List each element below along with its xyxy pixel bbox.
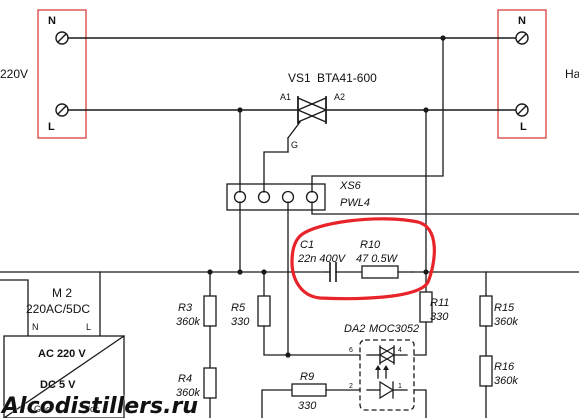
- module-ac-label: AC 220 V: [38, 348, 86, 360]
- resistor-r5: [257, 295, 271, 327]
- r3-ref: R3: [178, 302, 193, 314]
- r15-ref: R15: [494, 302, 515, 314]
- r16-value: 360k: [494, 375, 518, 387]
- terminal-screw-left-l: [55, 103, 69, 117]
- left-terminal-l-label: L: [48, 121, 55, 133]
- triac-pin-g: G: [291, 140, 298, 150]
- r11-value: 330: [430, 311, 449, 323]
- opto-part: MOC3052: [369, 323, 419, 335]
- r3-value: 360k: [176, 316, 200, 328]
- wire-connector-pin4-right: [311, 201, 579, 215]
- r11-ref: R11: [430, 297, 449, 309]
- r9-value: 330: [298, 400, 317, 412]
- resistor-r11: [419, 291, 433, 323]
- opto-pin1: 1: [398, 383, 402, 390]
- r4-ref: R4: [178, 373, 192, 385]
- triac-symbol: [287, 96, 348, 153]
- opto-pin2: 2: [349, 383, 353, 390]
- wire-r9-left: [261, 389, 293, 418]
- r5-value: 330: [231, 316, 250, 328]
- module-dc-label: DC 5 V: [40, 379, 76, 391]
- opto-pin6: 6: [349, 347, 353, 354]
- right-terminal-l-label: L: [520, 121, 527, 133]
- snubber-highlight-circle: [290, 217, 436, 301]
- r16-ref: R16: [494, 361, 515, 373]
- optotriac-body: [359, 339, 415, 411]
- resistor-r15: [479, 295, 493, 327]
- opto-triac-element: [366, 345, 408, 365]
- connector-pin-1: [233, 190, 247, 204]
- r9-ref: R9: [300, 371, 314, 383]
- resistor-r4: [203, 367, 217, 399]
- right-side-label: На: [565, 67, 579, 81]
- r10-value: 47 0.5W: [356, 253, 399, 265]
- connector-part: PWL4: [340, 197, 370, 209]
- resistor-r10: [361, 265, 399, 279]
- left-terminal-n-label: N: [48, 15, 56, 27]
- triac-pin-a2: A2: [334, 92, 345, 102]
- left-terminal-frame: [37, 9, 87, 139]
- junction-dot: [237, 269, 243, 275]
- left-voltage-label: 220V: [0, 67, 28, 81]
- r15-value: 360k: [494, 316, 518, 328]
- right-terminal-frame: [497, 9, 547, 139]
- r4-value: 360k: [176, 387, 200, 399]
- opto-pin4: 4: [398, 347, 402, 354]
- resistor-r9: [291, 383, 327, 397]
- connector-pin-3: [281, 190, 295, 204]
- wire-r11-to-opto: [413, 321, 427, 356]
- capacitor-value: 22n 400V: [297, 253, 347, 265]
- r10-ref: R10: [360, 239, 381, 251]
- wire-connector-pin4-to-n: [311, 37, 444, 193]
- opto-light-arrows: [375, 365, 389, 379]
- module-gnd-label: Gnd: [34, 404, 51, 414]
- capacitor-c1: [325, 262, 363, 282]
- triac-ref: VS1: [288, 71, 311, 85]
- triac-pin-a1: A1: [280, 92, 291, 102]
- r5-ref: R5: [231, 302, 246, 314]
- wire-r5-to-opto: [263, 325, 361, 356]
- resistor-r3: [203, 295, 217, 327]
- module-divider: [3, 335, 125, 418]
- watermark-text: Alcodistillers.ru: [0, 394, 198, 418]
- opto-ref: DA2: [344, 323, 365, 335]
- connector-pin-4: [305, 190, 319, 204]
- wire-connector-pin2-to-gate: [263, 151, 289, 193]
- terminal-screw-right-l: [515, 103, 529, 117]
- capacitor-ref: C1: [300, 239, 314, 251]
- wire-opto-pin1: [413, 389, 427, 418]
- module-pin-l: L: [86, 322, 91, 332]
- module-ref: M 2: [52, 286, 72, 300]
- module-part: 220AC/5DC: [26, 302, 90, 316]
- connector-ref: XS6: [339, 180, 362, 192]
- wire-module-n: [0, 279, 29, 337]
- right-terminal-n-label: N: [518, 15, 526, 27]
- module-vcc-label: Vcc: [84, 404, 100, 414]
- triac-part: BTA41-600: [317, 71, 377, 85]
- terminal-screw-right-n: [515, 31, 529, 45]
- module-pin-n: N: [32, 322, 39, 332]
- connector-pin-2: [257, 190, 271, 204]
- resistor-r16: [479, 355, 493, 387]
- opto-led-element: [366, 380, 408, 400]
- terminal-screw-left-n: [55, 31, 69, 45]
